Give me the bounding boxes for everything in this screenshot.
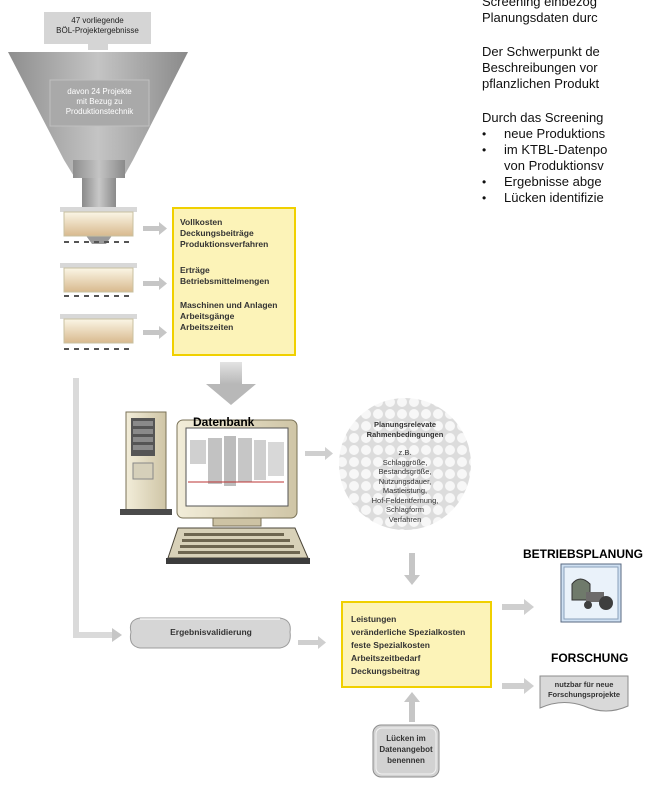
- arrow-icon: [298, 636, 326, 649]
- top-source-label: 47 vorliegende BÖL-Projektergebnisse: [44, 16, 151, 36]
- circle-item: Bestandsgröße,: [378, 467, 432, 476]
- circle-item: Nutzungsdauer,: [378, 476, 432, 486]
- intro-line: Der Schwerpunkt de: [482, 44, 600, 59]
- research-paper: [539, 675, 629, 712]
- category-line: Erträge: [180, 265, 210, 275]
- circle-item: Verfahren: [388, 514, 422, 524]
- arrow-icon: [502, 678, 534, 694]
- label-line: mit Bezug zu: [76, 97, 123, 106]
- gaps-scroll: [372, 724, 440, 778]
- arrow-icon: [143, 326, 167, 339]
- intro-line: Durch das Screening: [482, 110, 604, 125]
- label-line: 47 vorliegende: [71, 16, 124, 25]
- tray-icon: [60, 207, 137, 243]
- gaps-label: Lücken im Datenangebot benennen: [373, 733, 439, 766]
- betriebsplanung-heading: BETRIEBSPLANUNG: [523, 547, 644, 561]
- category-line: Produktionsverfahren: [180, 239, 269, 249]
- categories-box: Vollkosten Deckungsbeiträge Produktionsv…: [172, 207, 296, 356]
- label-line: Lücken im: [386, 734, 426, 743]
- result-line: Leistungen: [351, 614, 397, 624]
- down-arrow-icon: [404, 553, 420, 585]
- funnel-inner-label: davon 24 Projekte mit Bezug zu Produktio…: [50, 87, 149, 117]
- label-line: Produktionstechnik: [65, 107, 134, 116]
- category-line: Deckungsbeiträge: [180, 228, 254, 238]
- circle-title: Planungsrelevate: [373, 420, 437, 429]
- forschung-box-label: nutzbar für neue Forschungsprojekte: [540, 680, 628, 700]
- top-source-box: [44, 12, 151, 44]
- list-item: neue Produktions: [482, 126, 607, 142]
- category-line: Maschinen und Anlagen: [180, 300, 278, 310]
- arrow-icon: [143, 222, 167, 235]
- result-line: feste Spezialkosten: [351, 640, 430, 650]
- planning-circle: [339, 398, 471, 530]
- intro-text: Screening einbezog Planungsdaten durc De…: [482, 0, 607, 206]
- list-item: Ergebnisse abge: [482, 174, 607, 190]
- arrow-icon: [305, 447, 333, 460]
- result-line: Deckungsbeitrag: [351, 666, 420, 676]
- intro-line: Planungsdaten durc: [482, 10, 598, 25]
- label-line: Forschungsprojekte: [547, 690, 621, 699]
- category-line: Betriebsmittelmengen: [180, 276, 270, 286]
- keyboard-icon: [166, 527, 310, 564]
- circle-item: Mastleistung,: [382, 486, 428, 495]
- intro-line: pflanzlichen Produkt: [482, 76, 600, 91]
- forschung-heading: FORSCHUNG: [551, 651, 629, 665]
- list-item-continuation: von Produktionsv: [504, 158, 604, 173]
- circle-item: z.B.: [398, 448, 412, 457]
- category-line: Arbeitsgänge: [180, 311, 235, 321]
- intro-line: Beschreibungen vor: [482, 60, 598, 75]
- list-item: von Produktionsv: [482, 158, 607, 174]
- arrow-icon: [502, 599, 534, 615]
- database-label: Datenbank: [193, 415, 255, 429]
- tray-icon: [60, 263, 137, 297]
- farm-tractor-icon: [560, 563, 622, 623]
- up-arrow-icon: [404, 692, 420, 722]
- intro-bullet-list: neue Produktions im KTBL-Datenpo von Pro…: [482, 126, 607, 206]
- funnel-inner-box: [49, 79, 150, 127]
- circle-title: Rahmenbedingungen: [366, 430, 444, 439]
- label-line: davon 24 Projekte: [67, 87, 132, 96]
- list-item: Lücken identifizie: [482, 190, 607, 206]
- result-line: Arbeitszeitbedarf: [351, 653, 421, 663]
- tray-icon: [60, 314, 137, 350]
- validation-label: Ergebnisvalidierung: [170, 627, 252, 637]
- list-item: im KTBL-Datenpo: [482, 142, 607, 158]
- planning-circle-label: Planungsrelevate Rahmenbedingungen z.B. …: [345, 420, 465, 524]
- label-line: Datenangebot: [379, 745, 433, 754]
- results-box: Leistungen veränderliche Spezialkosten f…: [341, 601, 492, 688]
- label-line: benennen: [387, 756, 425, 765]
- down-arrow-icon: [206, 362, 256, 405]
- computer-tower-icon: [120, 411, 172, 515]
- arrow-icon: [143, 277, 167, 290]
- category-line: Vollkosten: [180, 217, 223, 227]
- label-line: BÖL-Projektergebnisse: [56, 26, 139, 35]
- label-line: nutzbar für neue: [554, 680, 614, 689]
- circle-item: Hof-Feldentfernung,: [371, 495, 439, 505]
- circle-item: Schlaggröße,: [382, 457, 428, 467]
- category-line: Arbeitszeiten: [180, 322, 234, 332]
- validation-ribbon: [129, 617, 291, 649]
- result-line: veränderliche Spezialkosten: [351, 627, 466, 637]
- intro-line: Screening einbezog: [482, 0, 597, 9]
- circle-item: Schlagform: [386, 505, 424, 514]
- monitor-icon: [176, 419, 298, 527]
